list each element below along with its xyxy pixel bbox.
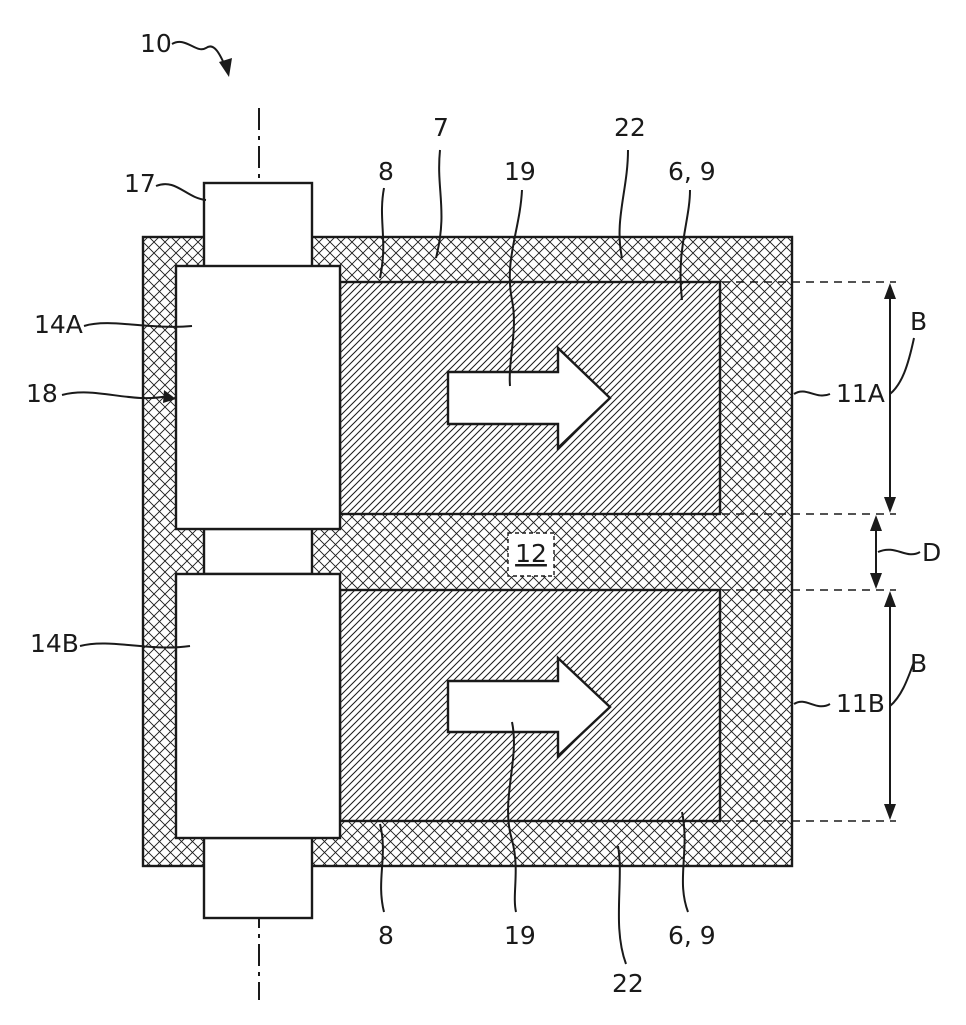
block-14B [176,574,340,838]
leader-D [878,550,920,555]
label-11A: 11A [836,379,885,408]
label-7: 7 [433,113,449,142]
label-19-bottom: 19 [504,921,536,950]
shaft-bottom [204,838,312,918]
dimension-arrowhead [884,497,896,513]
block-14A [176,266,340,529]
leader-17 [156,184,206,200]
label-8-bottom: 8 [378,921,394,950]
shaft-top-17 [204,183,312,267]
label-17: 17 [124,169,156,198]
label-14A: 14A [34,310,83,339]
label-18: 18 [26,379,58,408]
label-D: D [922,538,941,567]
leader-11A [794,391,830,395]
leader-11B [794,702,830,707]
dimension-arrowhead [870,573,882,589]
label-B-top: B [910,307,927,336]
label-22-bottom: 22 [612,969,644,998]
label-11B: 11B [836,689,885,718]
label-14B: 14B [30,629,79,658]
label-B-bottom: B [910,649,927,678]
shaft-middle [204,529,312,574]
wavy-arrow-head [219,58,232,77]
label-8-top: 8 [378,157,394,186]
leader-B-top [890,338,914,394]
label-6-9-top: 6, 9 [668,157,716,186]
dimension-arrowhead [870,515,882,531]
dimension-arrowhead [884,591,896,607]
dimension-arrowhead [884,804,896,820]
label-19-top: 19 [504,157,536,186]
dimension-arrowhead [884,283,896,299]
label-22-top: 22 [614,113,646,142]
wavy-arrow-icon [172,42,226,68]
figure-ref-label: 10 [140,29,172,58]
label-6-9-bottom: 6, 9 [668,921,716,950]
label-12: 12 [515,539,547,568]
